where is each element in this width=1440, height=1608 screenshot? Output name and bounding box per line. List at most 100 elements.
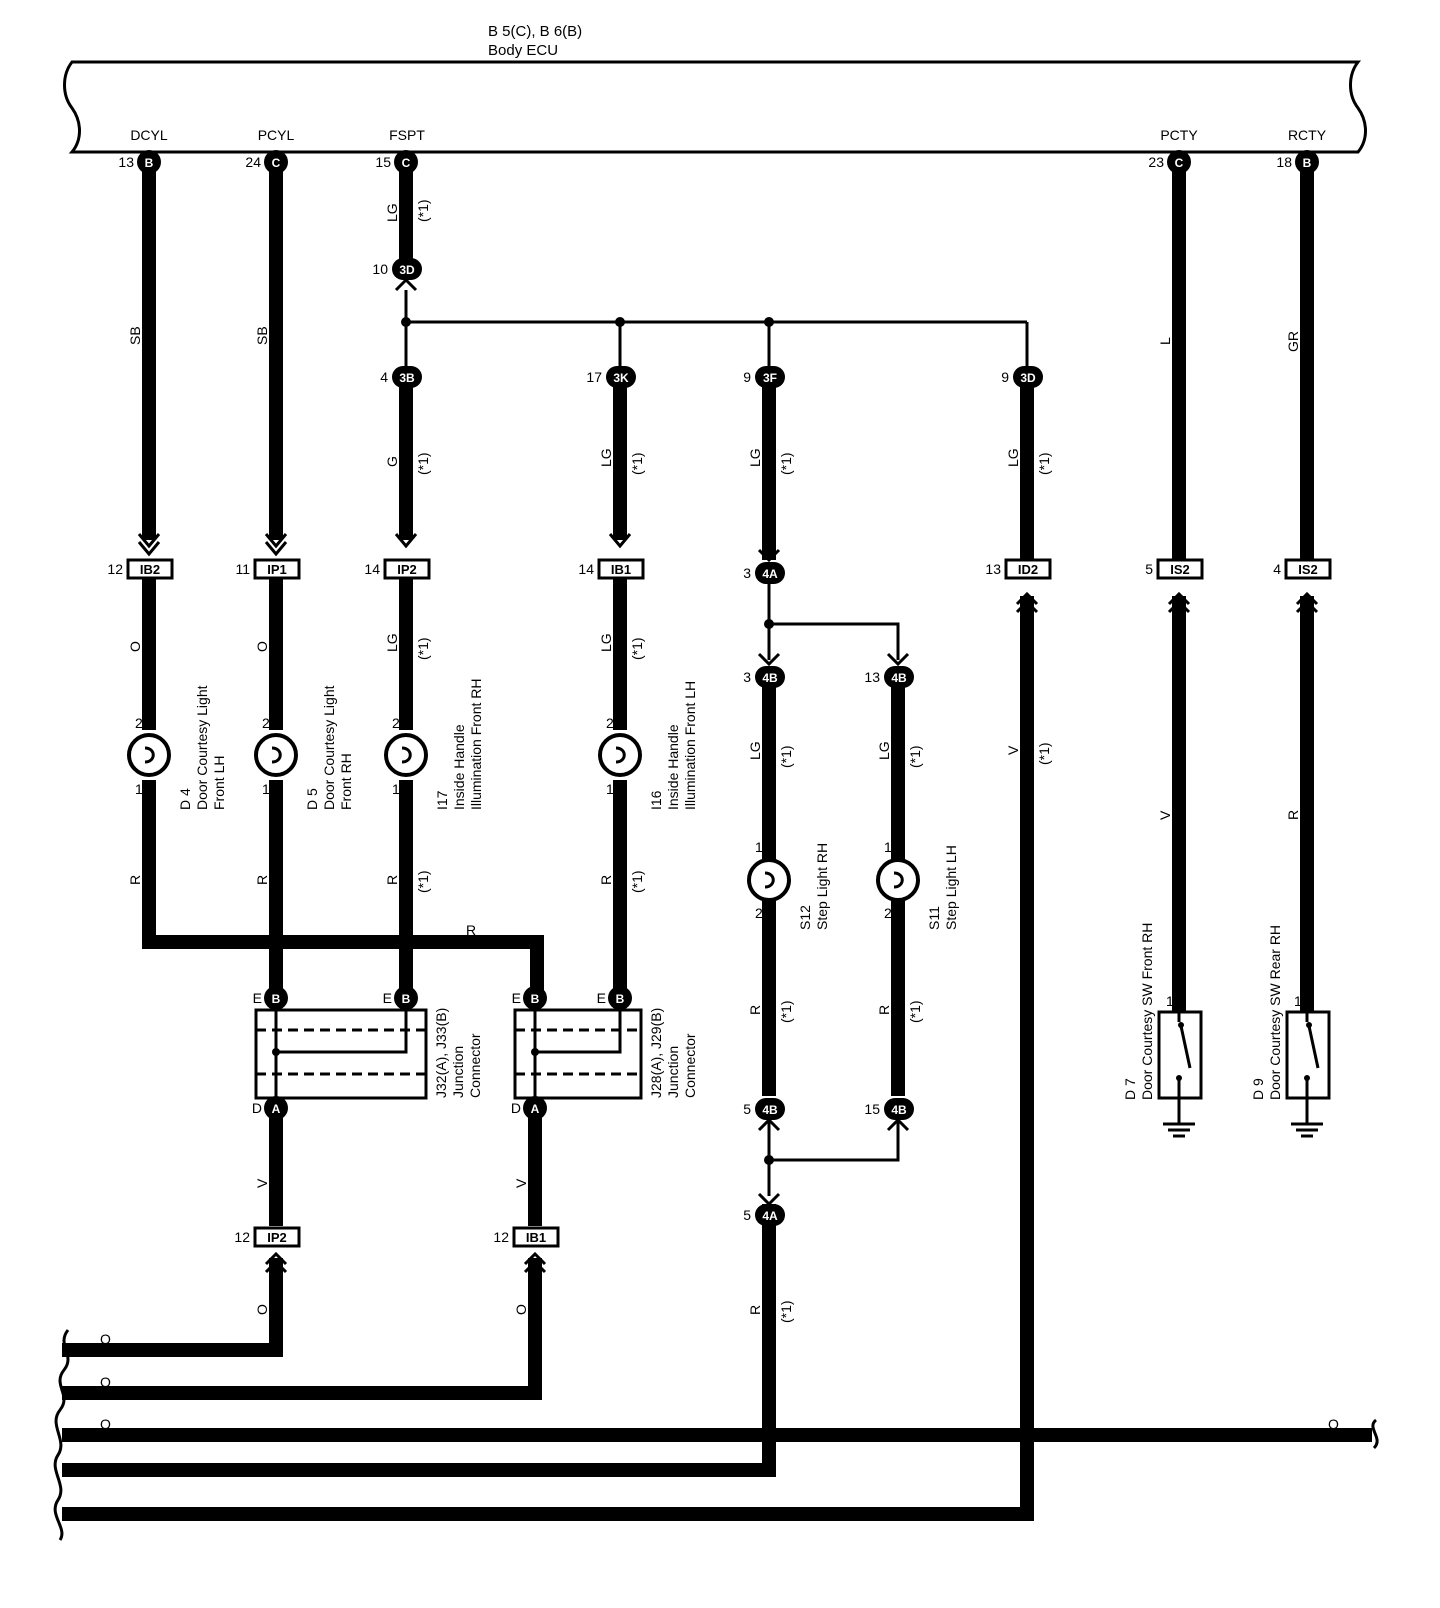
svg-text:R: R: [1285, 810, 1301, 820]
bus-label-o-1: O: [100, 1331, 111, 1347]
label-j32-j33: J32(A), J33(B) Junction Connector: [433, 1008, 483, 1098]
svg-text:IS2: IS2: [1298, 562, 1318, 577]
svg-text:3D: 3D: [399, 263, 415, 277]
terminal-conn-pcty: C: [1175, 156, 1184, 170]
svg-text:(*1): (*1): [415, 637, 431, 660]
svg-text:I17: I17: [434, 790, 450, 810]
svg-text:(*1): (*1): [415, 870, 431, 893]
svg-text:3B: 3B: [399, 371, 415, 385]
svg-text:12: 12: [234, 1229, 250, 1245]
bulb-s12: 1 2: [747, 839, 791, 921]
svg-text:2: 2: [884, 905, 892, 921]
switch-d9: 1: [1285, 993, 1331, 1138]
svg-text:R: R: [747, 1005, 763, 1015]
svg-text:D 4: D 4: [177, 788, 193, 810]
label-j28-j29: J28(A), J29(B) Junction Connector: [648, 1008, 698, 1098]
svg-text:3: 3: [743, 669, 751, 685]
terminal-rcty-label: RCTY: [1288, 127, 1327, 143]
svg-text:(*1): (*1): [907, 745, 923, 768]
wire-connector-id2: ID2 13: [985, 558, 1052, 580]
svg-text:LG: LG: [598, 633, 614, 652]
junction-connector-3b: 3B 4: [380, 366, 422, 388]
ecu-title-line2: Body ECU: [488, 42, 558, 59]
svg-text:13: 13: [864, 669, 880, 685]
svg-text:(*1): (*1): [778, 745, 794, 768]
svg-text:4A: 4A: [762, 567, 778, 581]
svg-text:S12: S12: [797, 905, 813, 930]
bulb-i17: 2 1: [384, 715, 428, 797]
svg-text:LG: LG: [384, 203, 400, 222]
svg-text:LG: LG: [747, 741, 763, 760]
body-ecu: B 5(C), B 6(B) Body ECU: [63, 23, 1367, 154]
svg-text:(*1): (*1): [1036, 452, 1052, 475]
svg-text:4B: 4B: [762, 671, 778, 685]
svg-text:LG: LG: [384, 633, 400, 652]
svg-text:J32(A), J33(B): J32(A), J33(B): [433, 1008, 449, 1098]
label-d9: D 9 Door Courtesy SW Rear RH: [1250, 925, 1283, 1100]
svg-text:Inside Handle: Inside Handle: [451, 724, 467, 810]
svg-text:3D: 3D: [1020, 371, 1036, 385]
svg-text:V: V: [513, 1178, 529, 1188]
junction-connector-4b-5: 4B 5: [743, 1098, 785, 1120]
svg-text:B: B: [272, 992, 281, 1006]
svg-text:(*1): (*1): [778, 452, 794, 475]
junction-connector-4a-3: 4A 3: [743, 562, 785, 584]
svg-text:LG: LG: [598, 448, 614, 467]
bulb-s11: 1 2: [876, 839, 920, 921]
junction-connector-3f: 3F 9: [743, 366, 785, 388]
svg-text:3F: 3F: [763, 371, 777, 385]
svg-text:R: R: [598, 875, 614, 885]
svg-text:D: D: [252, 1100, 262, 1116]
svg-text:Step Light RH: Step Light RH: [814, 843, 830, 930]
terminal-pin-fspt: 15: [375, 154, 391, 170]
svg-text:1: 1: [606, 781, 614, 797]
svg-text:Connector: Connector: [467, 1033, 483, 1098]
svg-text:V: V: [1005, 745, 1021, 755]
wire-4a5-r-star: [62, 1204, 776, 1477]
svg-text:E: E: [512, 990, 521, 1006]
wire-connector-is2-4: IS2 4: [1273, 558, 1332, 580]
svg-text:2: 2: [135, 715, 143, 731]
terminal-conn-rcty: B: [1303, 156, 1312, 170]
svg-text:(*1): (*1): [629, 637, 645, 660]
svg-text:4B: 4B: [891, 1103, 907, 1117]
label-d4: D 4 Door Courtesy Light Front LH: [177, 685, 227, 810]
svg-text:Door Courtesy SW Front RH: Door Courtesy SW Front RH: [1139, 923, 1155, 1100]
svg-text:4B: 4B: [762, 1103, 778, 1117]
svg-text:R: R: [127, 875, 143, 885]
svg-text:O: O: [513, 1304, 529, 1315]
svg-text:Inside Handle: Inside Handle: [665, 724, 681, 810]
svg-text:1: 1: [755, 839, 763, 855]
terminal-pin-rcty: 18: [1276, 154, 1292, 170]
ecu-terminal-circles: B C C C B: [137, 150, 1319, 174]
wire-label-r-horizontal: R: [466, 922, 476, 938]
svg-text:Illumination Front RH: Illumination Front RH: [468, 679, 484, 811]
terminal-pcyl-label: PCYL: [258, 127, 295, 143]
svg-text:1: 1: [1294, 993, 1302, 1009]
svg-text:4: 4: [380, 369, 388, 385]
svg-text:IP1: IP1: [267, 562, 287, 577]
svg-text:V: V: [1157, 810, 1173, 820]
svg-text:(*1): (*1): [415, 452, 431, 475]
svg-text:(*1): (*1): [778, 1000, 794, 1023]
label-i16: I16 Inside Handle Illumination Front LH: [648, 681, 698, 810]
svg-text:V: V: [254, 1178, 270, 1188]
junction-connector-3d-10: 3D 10: [372, 258, 422, 280]
svg-text:Step Light LH: Step Light LH: [943, 845, 959, 930]
svg-text:D 5: D 5: [304, 788, 320, 810]
terminal-pin-pcty: 23: [1148, 154, 1164, 170]
svg-text:Illumination Front LH: Illumination Front LH: [682, 681, 698, 810]
terminal-conn-pcyl: C: [272, 156, 281, 170]
svg-text:D 9: D 9: [1250, 1078, 1266, 1100]
svg-text:(*1): (*1): [415, 199, 431, 222]
svg-text:1: 1: [135, 781, 143, 797]
svg-text:1: 1: [262, 781, 270, 797]
svg-text:IB2: IB2: [140, 562, 160, 577]
svg-text:9: 9: [1001, 369, 1009, 385]
arrow-marks: [137, 277, 1319, 1274]
svg-text:IB1: IB1: [611, 562, 631, 577]
wire-connector-ib2: IB2 12: [107, 558, 174, 580]
svg-text:R: R: [254, 875, 270, 885]
label-s11: S11 Step Light LH: [926, 845, 959, 930]
